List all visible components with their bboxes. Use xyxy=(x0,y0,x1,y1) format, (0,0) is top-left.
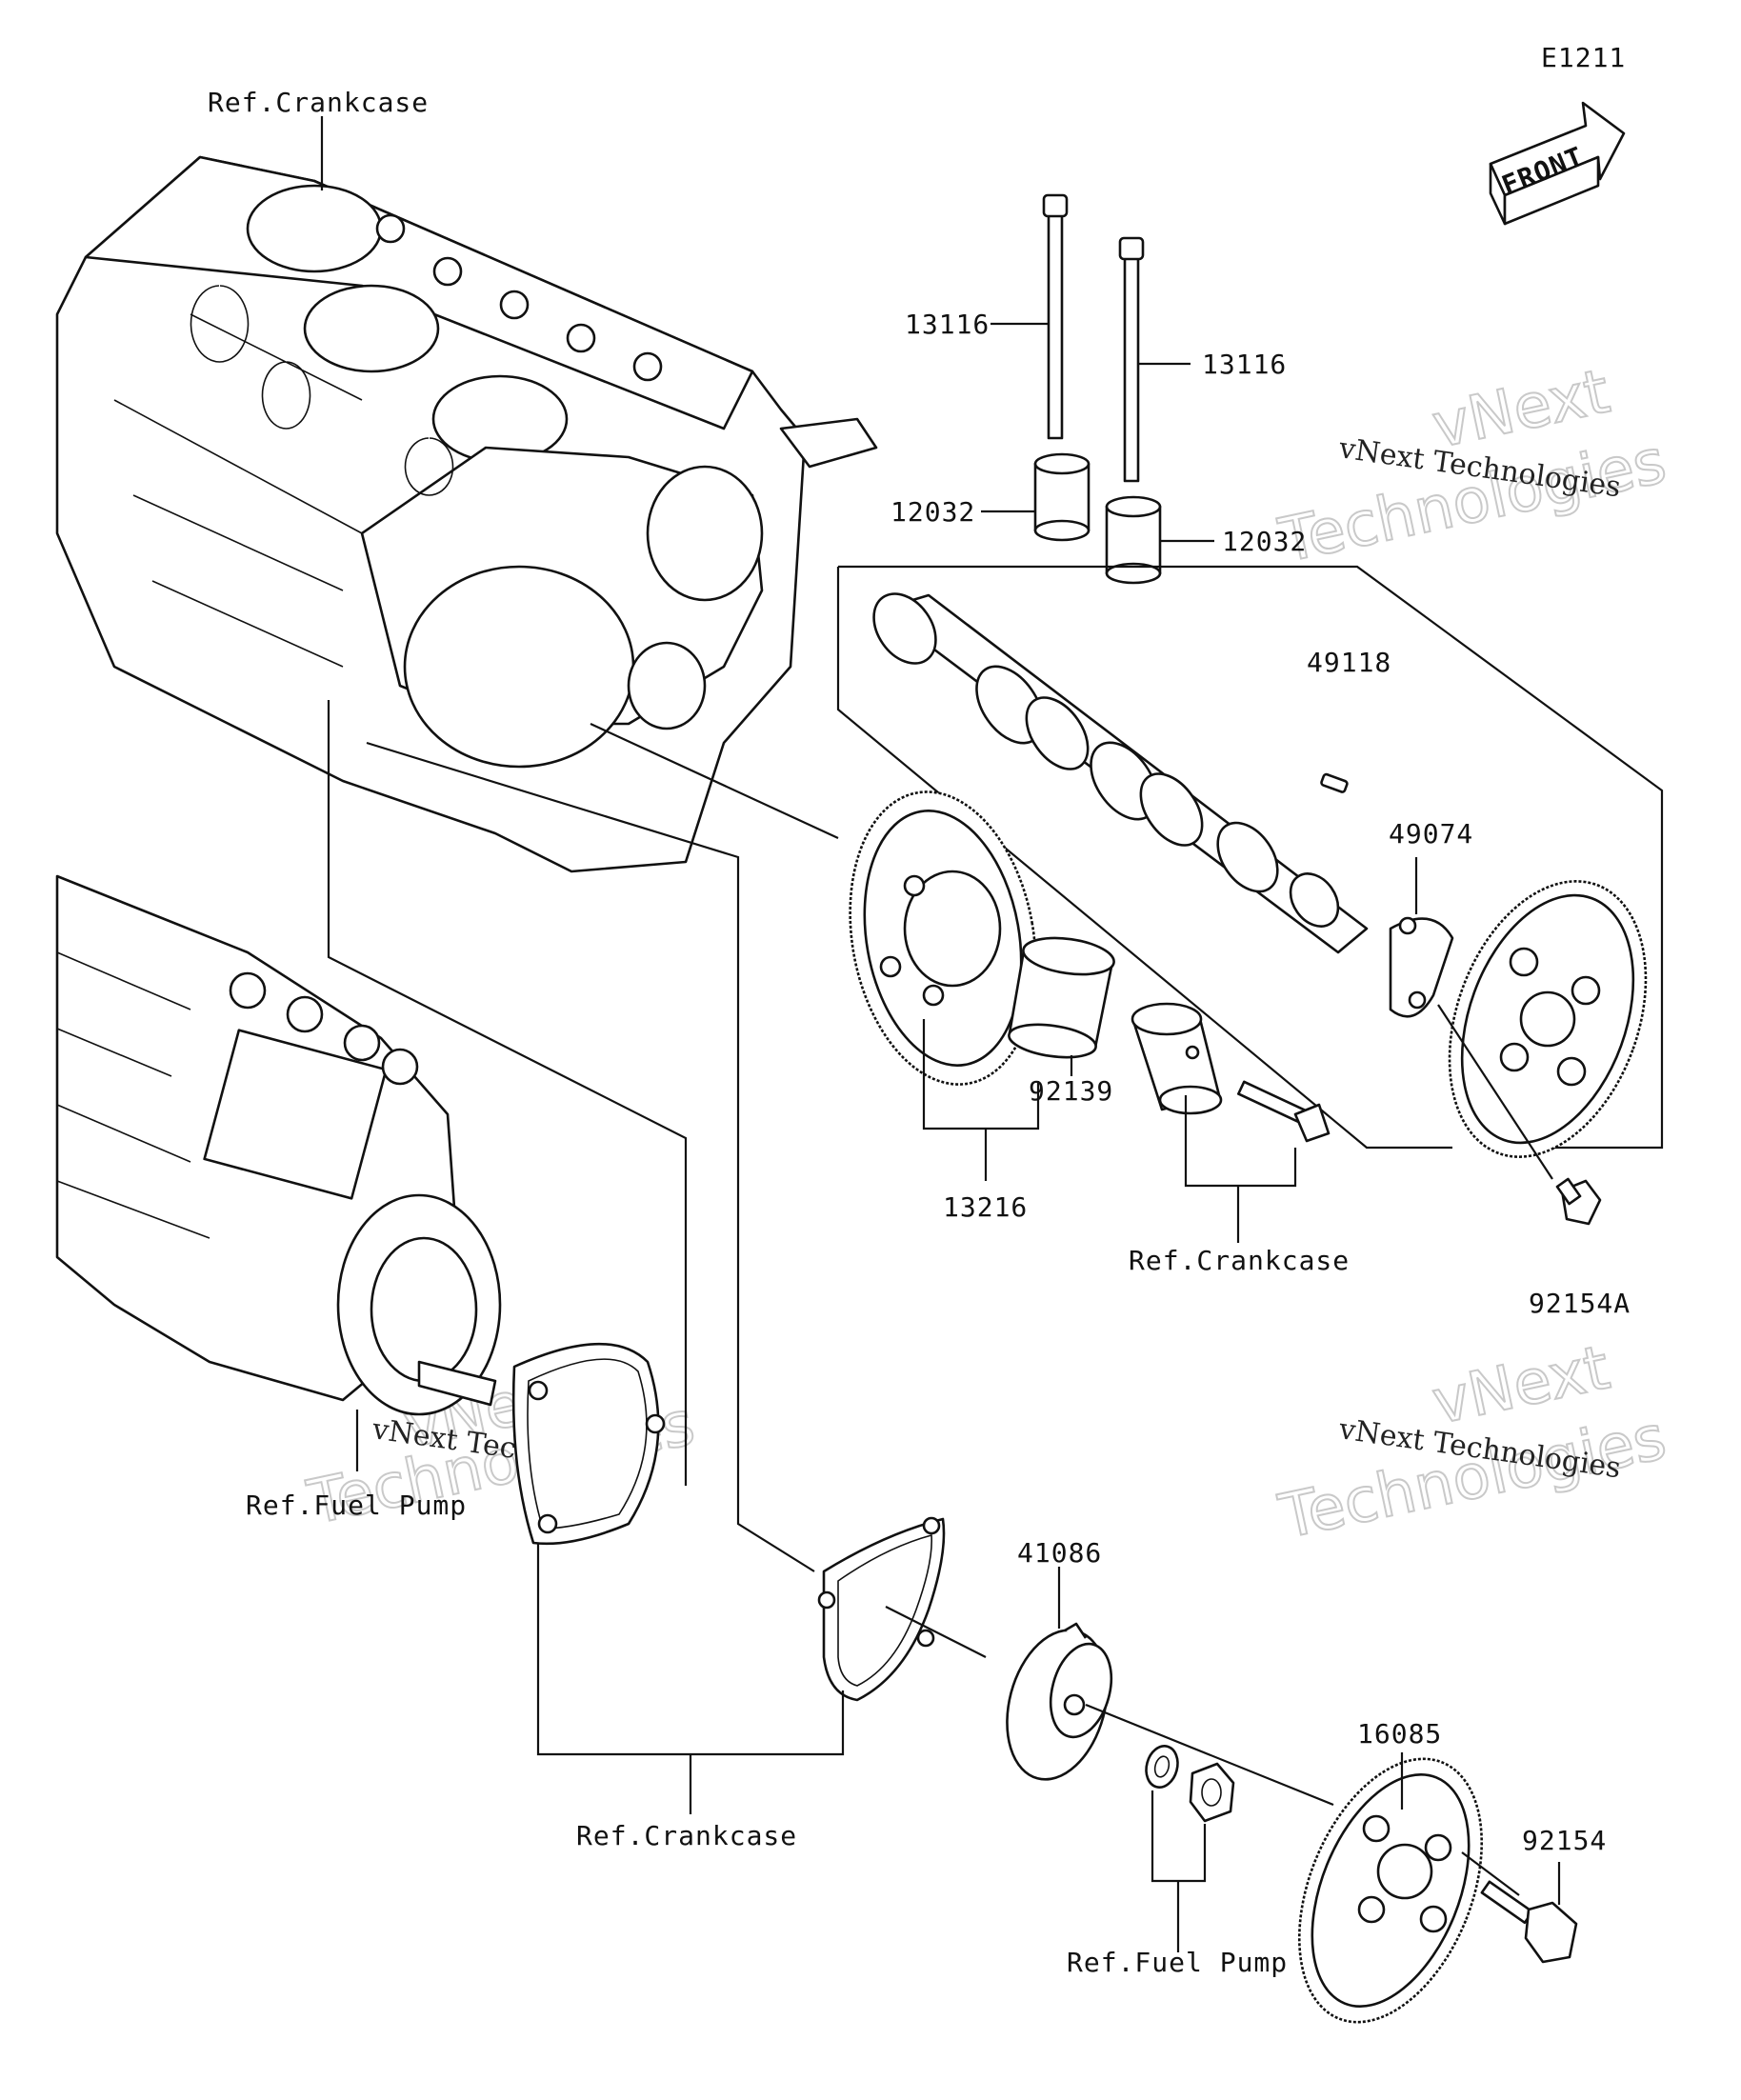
label-bolt-92154: 92154 xyxy=(1522,1825,1607,1856)
bolt-92154a xyxy=(1555,1177,1602,1226)
tappet-left xyxy=(1033,452,1091,542)
bolt-92154 xyxy=(1480,1880,1578,1964)
label-camshaft-assy: 49118 xyxy=(1307,647,1391,678)
gasket-left xyxy=(511,1342,666,1546)
label-tappet-right: 12032 xyxy=(1222,526,1307,557)
watermark-bottom-right: vNext Technologies vNext Technologies xyxy=(1272,1331,1673,1553)
label-bushing: 92139 xyxy=(1029,1075,1113,1107)
label-gear-hub: 41086 xyxy=(1017,1537,1102,1569)
camshaft xyxy=(872,592,1369,954)
label-ref-fuel-pump-left: Ref.Fuel Pump xyxy=(246,1490,467,1521)
washer xyxy=(1145,1745,1179,1789)
fuel-pump xyxy=(55,874,502,1416)
fuel-pump-gear xyxy=(1297,1757,1484,2024)
bushing xyxy=(1008,936,1115,1059)
gasket-right xyxy=(817,1516,946,1702)
pushrod-left xyxy=(1042,193,1069,440)
label-idle-gear-assy: 13216 xyxy=(943,1191,1028,1223)
label-ref-crankcase-top: Ref.Crankcase xyxy=(208,87,429,118)
thrust-plate xyxy=(1389,916,1454,1018)
label-pump-gear: 16085 xyxy=(1357,1718,1442,1750)
crankcase-block xyxy=(55,155,878,873)
label-tappet-left: 12032 xyxy=(891,496,975,528)
label-pushrod-right: 13116 xyxy=(1202,349,1287,380)
label-ref-fuel-pump-bottom: Ref.Fuel Pump xyxy=(1067,1947,1288,1978)
label-bolt-92154a: 92154A xyxy=(1529,1288,1631,1319)
tappet-right xyxy=(1105,495,1162,585)
front-arrow-icon: FRONT xyxy=(1489,101,1626,226)
idle-shaft-bolt xyxy=(1237,1080,1331,1143)
idle-gear xyxy=(849,790,1037,1086)
pushrod-right xyxy=(1118,236,1145,483)
label-ref-crankcase-mid: Ref.Crankcase xyxy=(1129,1245,1350,1276)
camshaft-gear xyxy=(1448,880,1648,1158)
watermark-top-right: vNext Technologies vNext Technologies xyxy=(1272,355,1673,577)
label-pushrod-left: 13116 xyxy=(905,309,990,340)
label-ref-crankcase-bottom: Ref.Crankcase xyxy=(576,1820,797,1851)
idle-shaft xyxy=(1131,1002,1223,1115)
label-thrust-plate: 49074 xyxy=(1389,818,1473,850)
gear-hub xyxy=(1006,1622,1113,1781)
nut xyxy=(1189,1762,1235,1823)
diagram-code: E1211 xyxy=(1541,42,1626,73)
